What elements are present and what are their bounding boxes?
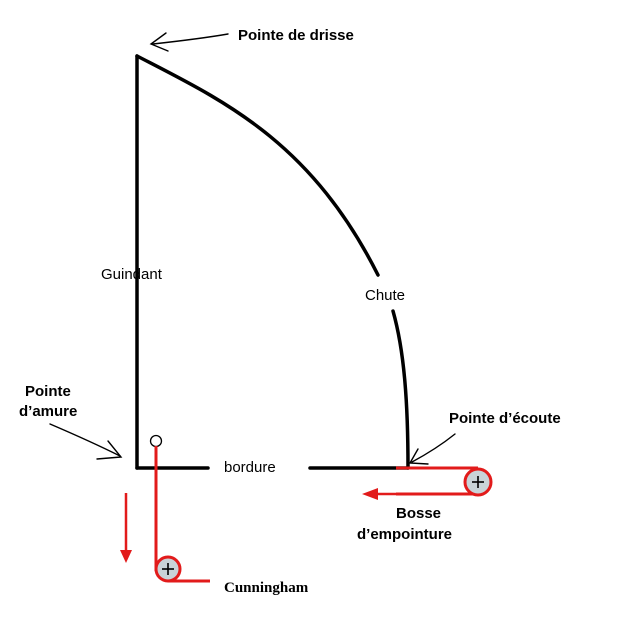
label-outhaul-line1: Bosse bbox=[396, 505, 441, 522]
outhaul-pulley-icon bbox=[463, 467, 493, 497]
label-luff: Guindant bbox=[101, 266, 163, 283]
leech-curve-lower bbox=[391, 309, 410, 470]
cunningham-direction-arrow bbox=[120, 493, 132, 563]
label-leech: Chute bbox=[365, 287, 405, 304]
cunningham-ring-icon bbox=[149, 434, 163, 448]
label-cunningham: Cunningham bbox=[224, 580, 309, 596]
leech-curve bbox=[135, 54, 380, 277]
outhaul-direction-arrow bbox=[362, 488, 462, 500]
label-clew: Pointe d’écoute bbox=[449, 410, 561, 427]
label-foot: bordure bbox=[224, 459, 276, 476]
cunningham-pulley-icon bbox=[154, 555, 182, 583]
head-pointer-arrow bbox=[149, 32, 229, 52]
label-head: Pointe de drisse bbox=[238, 27, 354, 44]
tack-pointer-arrow bbox=[49, 423, 123, 460]
label-tack-line2: d’amure bbox=[19, 403, 77, 420]
label-tack-line1: Pointe bbox=[25, 383, 71, 400]
label-outhaul-line2: d’empointure bbox=[357, 526, 452, 543]
clew-pointer-arrow bbox=[408, 433, 456, 465]
